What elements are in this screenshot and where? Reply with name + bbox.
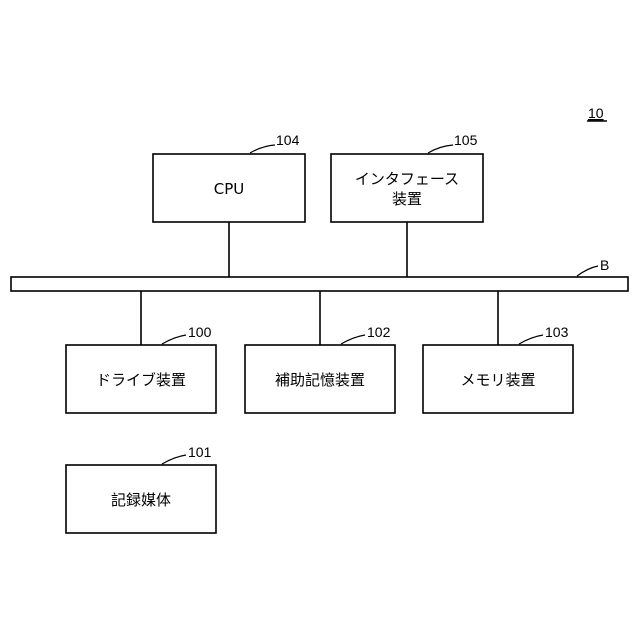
interface-box (331, 154, 483, 222)
recording-medium-block: 記録媒体 101 (66, 444, 216, 533)
drive-ref-number: 100 (188, 324, 212, 340)
interface-block: インタフェース 装置 105 (331, 132, 483, 222)
bus-ref-leader (577, 266, 598, 276)
cpu-label: CPU (214, 180, 245, 198)
interface-ref-number: 105 (454, 132, 478, 148)
aux-storage-ref-leader (341, 335, 365, 344)
recording-medium-label: 記録媒体 (111, 491, 171, 509)
drive-ref-leader (162, 335, 186, 344)
interface-label-line1: インタフェース (355, 170, 459, 188)
aux-storage-label: 補助記憶装置 (275, 371, 365, 389)
bus-ref-letter: B (600, 257, 609, 273)
memory-ref-leader (519, 335, 543, 344)
aux-storage-ref-number: 102 (367, 324, 391, 340)
system-bus: B (11, 257, 628, 291)
cpu-block: CPU 104 (153, 132, 305, 222)
bus-bar (11, 277, 628, 291)
interface-ref-leader (428, 145, 453, 153)
recording-medium-ref-leader (162, 455, 186, 464)
interface-label-line2: 装置 (392, 190, 422, 208)
cpu-ref-leader (250, 145, 275, 153)
drive-label: ドライブ装置 (96, 371, 186, 389)
recording-medium-ref-number: 101 (188, 444, 212, 460)
memory-ref-number: 103 (545, 324, 569, 340)
memory-label: メモリ装置 (460, 371, 535, 389)
figure-ref-number: 10 (588, 105, 604, 121)
cpu-ref-number: 104 (276, 132, 300, 148)
